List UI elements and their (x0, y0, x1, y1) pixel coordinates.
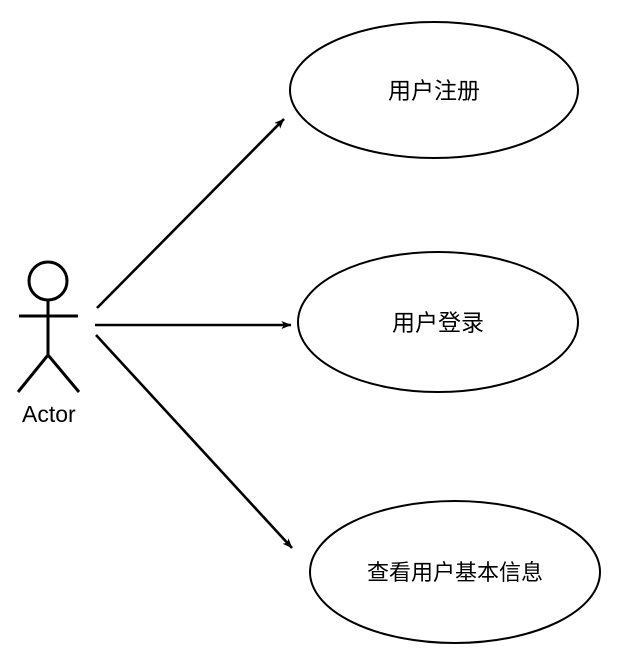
association-actor-to-view-user-info[interactable] (95, 334, 293, 549)
use-case-user-register[interactable]: 用户注册 (289, 21, 579, 159)
association-actor-to-user-register[interactable] (96, 118, 285, 309)
actor-leg-right (46, 354, 81, 393)
use-case-label-user-login: 用户登录 (392, 311, 484, 337)
use-case-label-view-user-info: 查看用户基本信息 (367, 561, 543, 586)
use-case-ellipse-view-user-info[interactable] (309, 500, 601, 644)
use-case-ellipse-user-register[interactable] (289, 21, 579, 159)
use-case-view-user-info[interactable]: 查看用户基本信息 (309, 500, 601, 644)
actor-head-icon (27, 260, 69, 302)
use-case-ellipse-user-login[interactable] (297, 251, 579, 393)
actor-figure[interactable]: Actor (16, 260, 81, 427)
use-case-label-user-register: 用户注册 (388, 79, 480, 105)
actor-leg-left (16, 354, 50, 393)
associations-group (95, 118, 293, 549)
actor-label: Actor (22, 401, 76, 427)
use-case-user-login[interactable]: 用户登录 (297, 251, 579, 393)
